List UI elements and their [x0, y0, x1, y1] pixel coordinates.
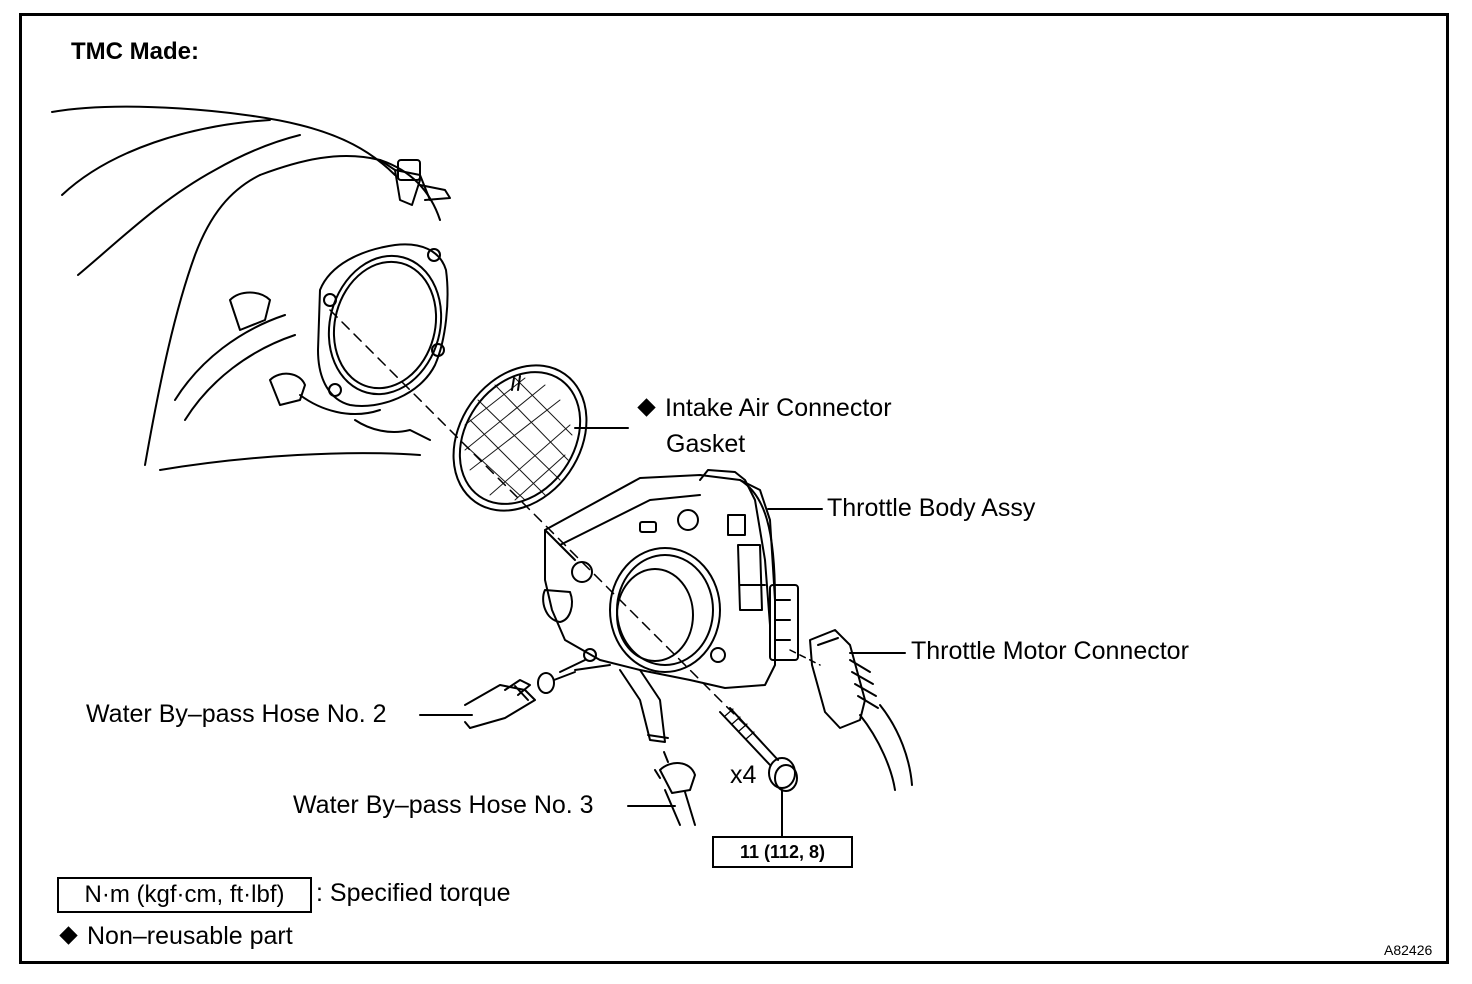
- water-bypass-hose-no3: [654, 751, 696, 826]
- throttle-body-label: Throttle Body Assy: [827, 494, 1036, 522]
- alignment-line: [329, 309, 751, 731]
- hose-fitting: [537, 671, 576, 694]
- title: TMC Made:: [71, 38, 199, 65]
- torque-spec-box: 11 (112, 8): [712, 836, 853, 868]
- figure-id: A82426: [1384, 942, 1433, 958]
- throttle-motor-connector-label: Throttle Motor Connector: [911, 637, 1189, 665]
- hose2-label: Water By–pass Hose No. 2: [86, 700, 387, 728]
- bolt-quantity-label: x4: [730, 761, 757, 789]
- hose3-label: Water By–pass Hose No. 3: [293, 791, 594, 819]
- legend-non-reusable: Non–reusable part: [59, 920, 293, 952]
- gasket-label-line1: Intake Air Connector: [637, 393, 892, 423]
- diagram-frame: [19, 13, 1449, 964]
- legend-non-reusable-text: Non–reusable part: [87, 922, 293, 950]
- connector-alignment-line: [789, 649, 821, 666]
- legend-diamond-icon: [59, 926, 78, 945]
- gasket-label-line2: Gasket: [666, 430, 746, 458]
- legend-torque-unit-box: N·m (kgf·cm, ft·lbf): [57, 877, 312, 913]
- intake-manifold: [51, 105, 451, 471]
- throttle-body-bolt: [719, 707, 798, 792]
- throttle-motor-connector: [809, 629, 913, 791]
- gasket-label-text: Intake Air Connector: [665, 394, 892, 422]
- leader-lines: [419, 427, 906, 837]
- intake-air-connector-gasket: [452, 364, 588, 512]
- throttle-body-assy: [542, 469, 799, 743]
- water-bypass-hose-no2: [464, 679, 536, 729]
- non-reusable-diamond-icon: [637, 398, 656, 417]
- legend-torque-desc: : Specified torque: [316, 879, 511, 907]
